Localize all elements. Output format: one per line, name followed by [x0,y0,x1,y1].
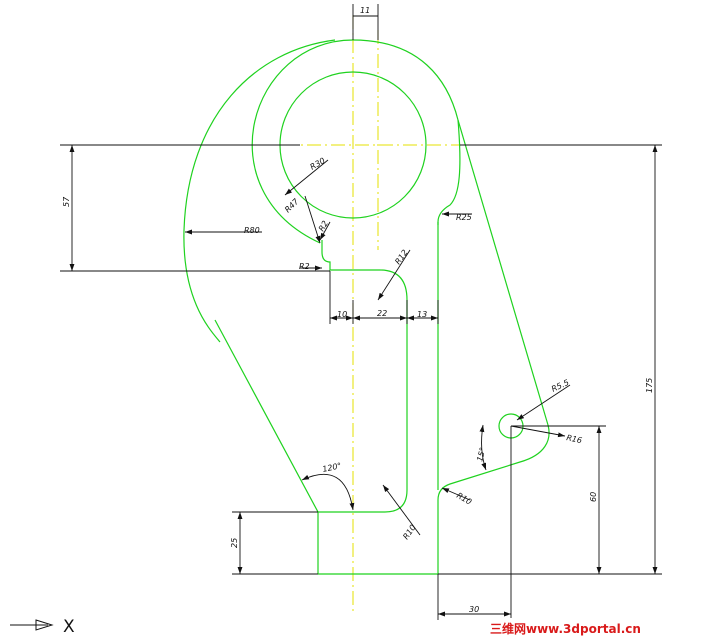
dim-15deg: 15° [475,446,487,462]
dim-r10-right: R10 [455,491,473,507]
dim-r16: R16 [566,433,583,445]
dim-r2-slot: R2 [317,219,330,233]
dim-57: 57 [62,196,71,207]
dim-22: 22 [377,309,387,318]
inner-slot-outline [318,240,408,513]
dim-60: 60 [589,492,598,502]
dim-10: 10 [337,310,347,319]
dim-25: 25 [230,538,239,548]
dim-r80: R80 [244,226,260,235]
dimension-lines [10,4,662,631]
dim-30: 30 [469,605,479,614]
dim-13: 13 [417,310,427,319]
dim-r47: R47 [283,196,301,214]
dimension-labels: 11 57 R30 R47 R80 R2 R2 R12 R25 10 22 13… [62,6,654,614]
dim-r10-bottom: R10 [401,523,417,541]
right-inner-edge-r25 [437,119,461,225]
right-tangent-edge [457,119,549,426]
watermark: 三维网www.3dportal.cn [490,621,641,636]
dim-r25: R25 [456,213,472,222]
dim-120deg: 120° [322,461,343,474]
dim-r12: R12 [393,248,409,266]
part-outline [183,39,550,575]
dim-11: 11 [360,6,370,15]
left-slope-edge [214,319,319,513]
dim-175: 175 [645,378,654,393]
right-lower-edge [437,424,550,574]
center-lines [115,15,540,612]
x-axis-label: X [63,617,75,637]
dim-r30: R30 [309,156,327,172]
outer-arc-r80 [183,39,336,343]
boss-arc-r47 [251,39,459,244]
dim-r2-step: R2 [299,262,310,271]
